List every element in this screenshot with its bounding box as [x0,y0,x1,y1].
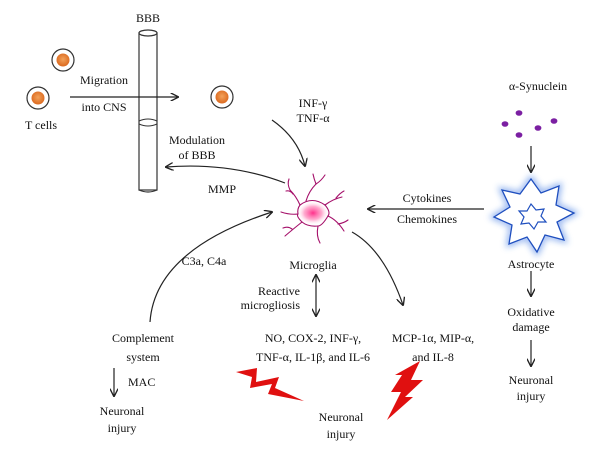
neuronal-injury-right-label-1: Neuronal [508,373,554,387]
complement-to-microglia-arrow [149,212,272,323]
complement-system-label-1: Complement [112,331,174,345]
modulation-bbb-arrow [166,166,286,184]
cytokines-label: Cytokines [402,191,452,205]
chemokine-list-label-1: MCP-1α, MIP-α, [391,331,475,345]
tnf-alpha-label: TNF-α [296,111,330,125]
t-cell-top [51,48,75,72]
inf-gamma-label: INF-γ [298,96,328,110]
mac-label: MAC [128,375,156,389]
chemokines-label: Chemokines [397,212,457,226]
mmp-label: MMP [207,182,237,196]
cytokine-to-microglia-arrow [271,119,305,166]
bbb-barrier [138,29,158,193]
reactive-microgliosis-label-1: Reactive [258,284,300,298]
lightning-bolt-right [387,361,423,420]
oxidative-damage-label-1: Oxidative [507,305,555,319]
neuronal-injury-left-label-2: injury [107,421,137,435]
astrocyte-cell [488,174,580,258]
microglia-label: Microglia [289,258,337,272]
microglia-to-chemokines-arrow [351,231,403,305]
lightning-bolt-left [236,368,304,401]
neuronal-injury-center-label-2: injury [326,427,356,441]
chemokine-list-label-2: and IL-8 [412,350,454,364]
neuronal-injury-center-label-1: Neuronal [318,410,364,424]
mediators-label-1: NO, COX-2, INF-γ, [264,331,362,345]
neuronal-injury-right-label-2: injury [516,389,546,403]
microglia-cell [280,173,349,244]
migration-label-1: Migration [80,73,128,87]
neuronal-injury-left-label-1: Neuronal [99,404,145,418]
modulation-label-1: Modulation [169,133,225,147]
modulation-label-2: of BBB [178,148,216,162]
alpha-synuclein-label: α-Synuclein [508,79,568,93]
t-cells-label: T cells [24,118,58,132]
c3a-c4a-label: C3a, C4a [181,254,227,268]
alpha-synuclein-particles [501,110,558,138]
bbb-label: BBB [135,11,161,25]
astrocyte-label: Astrocyte [507,257,555,271]
t-cell-migrated [210,85,234,109]
migration-label-2: into CNS [81,100,127,114]
t-cell-bottom [26,86,50,110]
oxidative-damage-label-2: damage [512,320,550,334]
mediators-label-2: TNF-α, IL-1β, and IL-6 [255,350,371,364]
reactive-microgliosis-label-2: microgliosis [240,298,300,312]
complement-system-label-2: system [126,350,160,364]
